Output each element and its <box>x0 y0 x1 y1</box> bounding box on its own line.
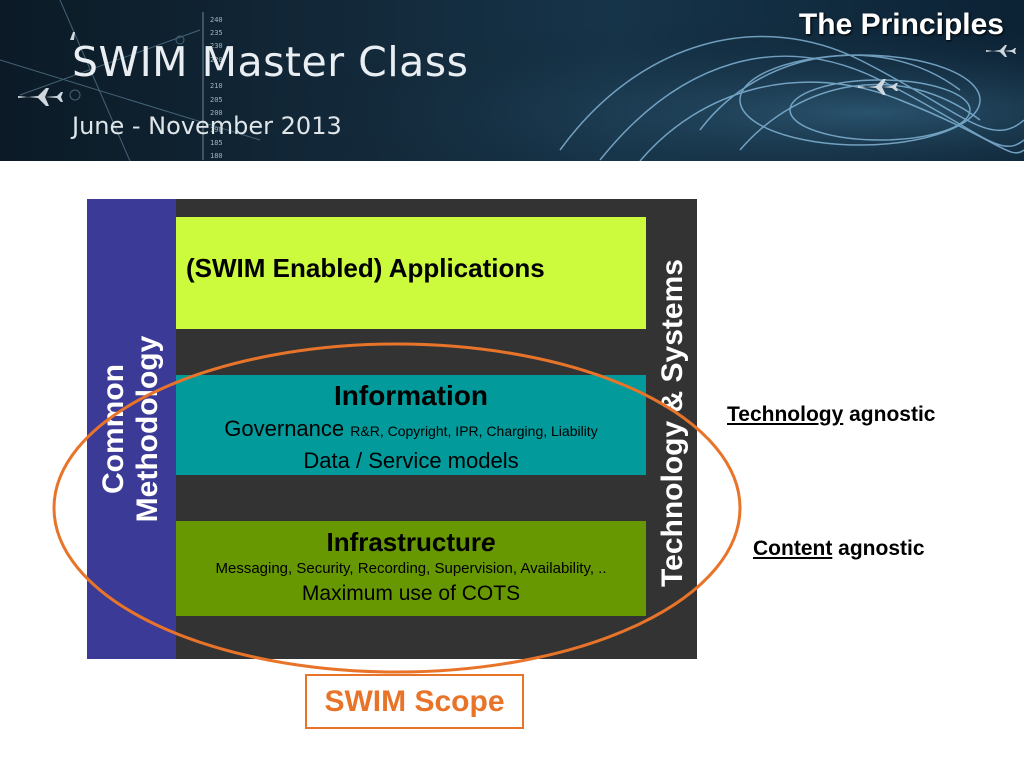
airplane-icon <box>18 32 1016 106</box>
header-banner: 240 235 230 220 210 205 200 190 185 180 … <box>0 0 1024 161</box>
altitude-tick-235: 235 <box>210 29 223 37</box>
information-title: Information <box>334 380 488 411</box>
swim-scope-box: SWIM Scope <box>305 674 524 729</box>
technology-systems-label: Technology & Systems <box>656 259 689 587</box>
technology-agnostic-note: Technology agnostic <box>727 403 935 427</box>
governance-line: Governance R&R, Copyright, IPR, Charging… <box>176 416 646 444</box>
applications-label: (SWIM Enabled) Applications <box>186 253 545 283</box>
infrastructure-layer: Infrastructure Messaging, Security, Reco… <box>176 521 646 616</box>
banner-subtitle: June - November 2013 <box>72 112 342 140</box>
methodology-line-2: Methodology <box>131 335 164 523</box>
banner-title: SWIM Master Class <box>72 38 469 86</box>
infrastructure-title-main: Infrastructur <box>326 527 482 557</box>
altitude-tick-220: 220 <box>210 56 223 64</box>
banner-graphic: 240 235 230 220 210 205 200 190 185 180 <box>0 0 1024 161</box>
information-layer: Information Governance R&R, Copyright, I… <box>176 375 646 475</box>
altitude-tick-190: 190 <box>210 126 223 134</box>
governance-detail: R&R, Copyright, IPR, Charging, Liability <box>350 423 598 439</box>
infrastructure-title-tail: e <box>481 527 496 557</box>
technology-systems-column: Technology & Systems <box>646 199 697 659</box>
technology-agnostic-rest: agnostic <box>843 403 936 426</box>
content-agnostic-rest: agnostic <box>832 537 925 560</box>
swirl-lines-icon <box>559 35 1024 161</box>
data-service-models: Data / Service models <box>303 448 519 473</box>
altitude-tick-240: 240 <box>210 16 223 24</box>
infrastructure-title: Infrastructure <box>176 527 646 557</box>
common-methodology-column: Common Methodology <box>87 199 176 659</box>
altitude-tick-205: 205 <box>210 96 223 104</box>
technology-word: Technology <box>727 403 844 426</box>
route-lines-icon <box>0 0 261 161</box>
content-agnostic-note: Content agnostic <box>753 537 925 561</box>
infrastructure-detail: Messaging, Security, Recording, Supervis… <box>215 560 607 577</box>
applications-layer: (SWIM Enabled) Applications <box>176 217 646 329</box>
altitude-scale: 240 235 230 220 210 205 200 190 185 180 <box>202 12 223 160</box>
common-methodology-label: Common Methodology <box>97 336 165 523</box>
altitude-tick-230: 230 <box>210 42 223 50</box>
altitude-tick-210: 210 <box>210 82 223 90</box>
content-word: Content <box>753 537 833 560</box>
altitude-tick-200: 200 <box>210 109 223 117</box>
methodology-line-1: Common <box>97 364 130 495</box>
slide-title: The Principles <box>798 8 1004 41</box>
maximum-cots: Maximum use of COTS <box>301 582 521 605</box>
altitude-tick-180: 180 <box>210 152 223 160</box>
altitude-tick-185: 185 <box>210 139 223 147</box>
governance-label: Governance <box>224 416 345 441</box>
